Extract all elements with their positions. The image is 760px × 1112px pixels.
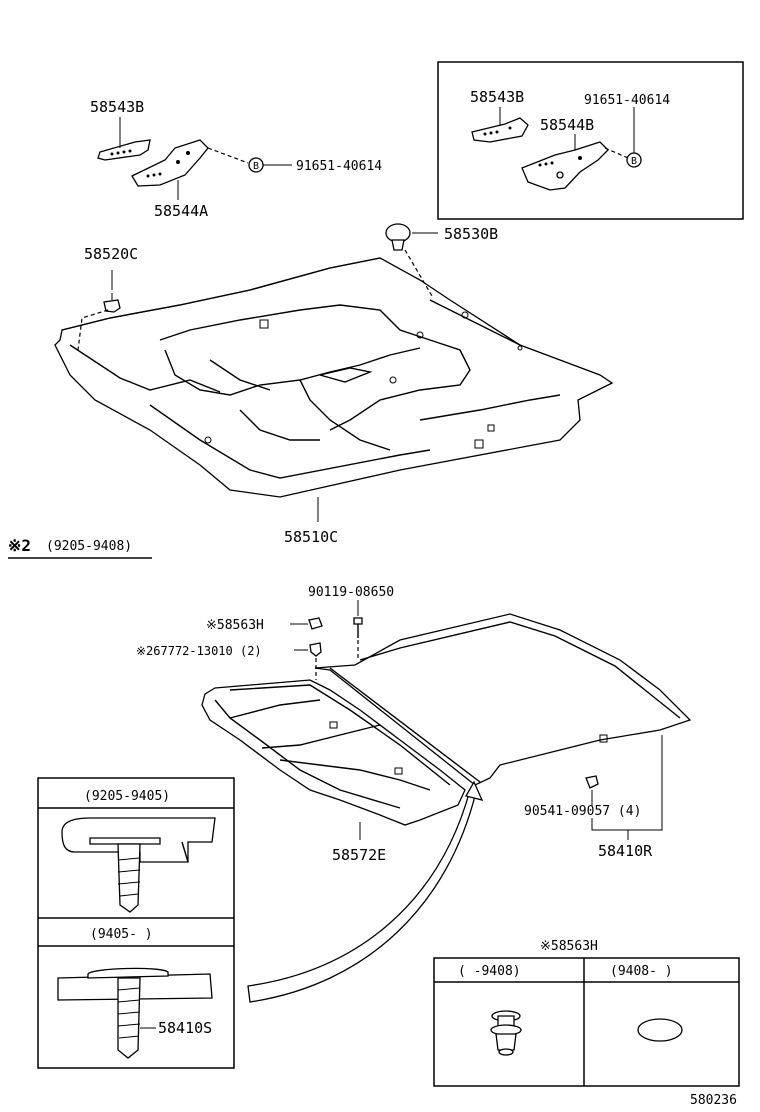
- clip-58563h: [308, 617, 323, 630]
- label-90541: 90541-09057 (4): [524, 804, 641, 819]
- floor-carpet-58510c: [54, 257, 614, 498]
- label-58563h-box: ※58563H: [540, 939, 598, 954]
- bolt-90119: [353, 617, 363, 638]
- note-range: (9205-9408): [46, 539, 132, 554]
- label-58544a: 58544A: [154, 202, 208, 220]
- label-58410r: 58410R: [598, 842, 653, 860]
- detail-box-clips: [37, 777, 235, 1069]
- bracket-58543b-box: [471, 117, 529, 143]
- label-58530b: 58530B: [444, 225, 498, 243]
- label-58563h-main: ※58563H: [206, 618, 264, 633]
- box-58563h-col2: (9408- ): [610, 964, 673, 979]
- label-58543b-box: 58543B: [470, 88, 524, 106]
- bracket-58543b-top: [97, 139, 151, 161]
- detail-box-top-right: [437, 61, 744, 220]
- clip-90541: [585, 775, 599, 789]
- box-clips-header-2: (9405- ): [90, 927, 153, 942]
- svg-text:B: B: [631, 156, 637, 167]
- label-267772: ※267772-13010 (2): [136, 644, 262, 658]
- box-clips-header-1: (9205-9405): [84, 789, 170, 804]
- label-58543b-top: 58543B: [90, 98, 144, 116]
- label-58410s: 58410S: [158, 1019, 212, 1037]
- label-91651-top: 91651-40614: [296, 159, 382, 174]
- label-58544b: 58544B: [540, 116, 594, 134]
- label-58520c: 58520C: [84, 245, 138, 263]
- label-58572e: 58572E: [332, 846, 386, 864]
- box-58563h-col1: ( -9408): [458, 964, 521, 979]
- trunk-mat-58572e: [201, 679, 466, 826]
- plug-58530b: [385, 223, 411, 251]
- note-mark: ※2: [8, 536, 31, 555]
- nut-267772: [309, 642, 322, 657]
- svg-text:B: B: [253, 161, 259, 172]
- bracket-58544b: [521, 141, 609, 191]
- trunk-board-58410r: [314, 613, 692, 786]
- plug-58563h-new: [637, 1018, 683, 1042]
- label-90119: 90119-08650: [308, 585, 394, 600]
- detail-box-58563h: [433, 957, 740, 1087]
- label-58510c: 58510C: [284, 528, 338, 546]
- bolt-b-box: B: [626, 152, 642, 168]
- diagram-id: 580236: [690, 1093, 737, 1108]
- clip-old-style: [61, 817, 216, 913]
- label-91651-box: 91651-40614: [584, 93, 670, 108]
- clip-58563h-old: [490, 1010, 522, 1056]
- clip-58520c: [103, 293, 121, 313]
- clip-new-style-58410s: [57, 967, 213, 1059]
- bracket-58544a: [131, 139, 209, 187]
- reference-arrow: [247, 780, 484, 1003]
